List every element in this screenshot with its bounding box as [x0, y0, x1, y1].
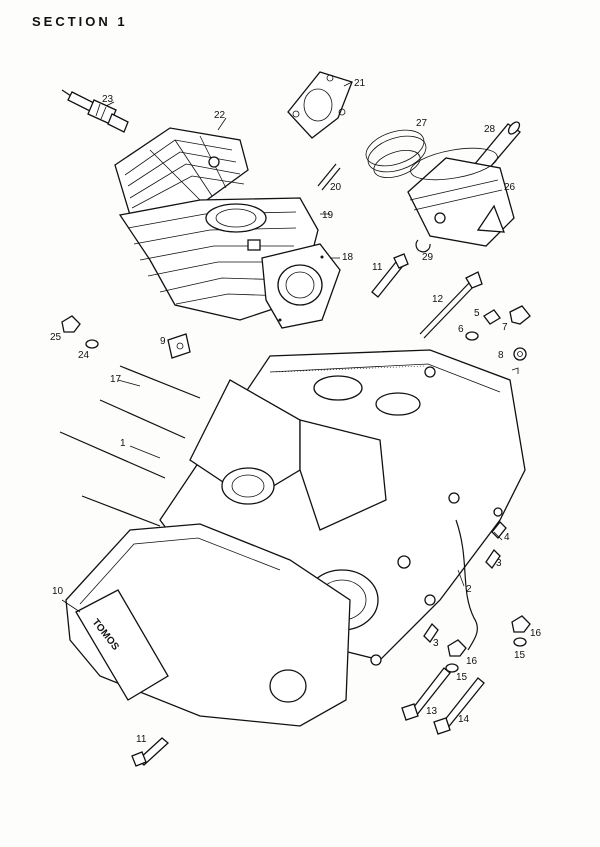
callout-9: 9: [160, 336, 166, 347]
callout-11a: 11: [372, 262, 383, 273]
callout-7: 7: [502, 322, 508, 333]
callout-1: 1: [120, 438, 126, 449]
callout-15b: 15: [514, 650, 526, 661]
callout-29: 29: [422, 252, 434, 263]
callout-15a: 15: [456, 672, 468, 683]
circlip: [415, 239, 431, 253]
callout-11b: 11: [136, 734, 147, 745]
callout-28: 28: [484, 124, 496, 135]
callout-27: 27: [416, 118, 428, 129]
section-title: SECTION 1: [32, 14, 128, 29]
callout-16a: 16: [466, 656, 478, 667]
callout-19: 19: [322, 210, 334, 221]
small-fasteners-left: [61, 315, 191, 359]
callout-22: 22: [214, 110, 226, 121]
top-bolts: [371, 253, 483, 339]
callout-26: 26: [504, 182, 516, 193]
callout-2: 2: [466, 584, 472, 595]
bottom-fasteners: [131, 615, 531, 767]
callout-10: 10: [52, 586, 64, 597]
callout-8: 8: [498, 350, 504, 361]
callout-6: 6: [458, 324, 464, 335]
head-stud: [317, 163, 341, 191]
callout-16b: 16: [530, 628, 542, 639]
callout-3b: 3: [433, 638, 439, 649]
left-side-cover: [65, 523, 351, 727]
piston-rings: [365, 129, 427, 179]
callout-17: 17: [110, 374, 122, 385]
intake-manifold: [261, 243, 341, 329]
callout-5: 5: [474, 308, 480, 319]
right-side-parts: [423, 519, 507, 651]
spark-plug: [61, 89, 129, 133]
leader-lines: [61, 81, 503, 613]
callout-14: 14: [458, 714, 470, 725]
small-fasteners-right: [465, 305, 531, 374]
crankcase-studs: [59, 365, 201, 527]
callout-18: 18: [342, 252, 354, 263]
callout-20: 20: [330, 182, 342, 193]
callout-23: 23: [102, 94, 114, 105]
callout-4: 4: [504, 532, 510, 543]
piston: [407, 147, 515, 247]
callout-25: 25: [50, 332, 62, 343]
callout-12: 12: [432, 294, 444, 305]
head-gasket: [287, 71, 353, 139]
callout-numbers: 1 2 3 3 4 5 6 7 8 9 10 11 11 12 13 14 15…: [50, 78, 542, 745]
callout-21: 21: [354, 78, 366, 89]
callout-13: 13: [426, 706, 438, 717]
callout-24: 24: [78, 350, 90, 361]
cylinder-head: [114, 127, 249, 216]
callout-3a: 3: [496, 558, 502, 569]
